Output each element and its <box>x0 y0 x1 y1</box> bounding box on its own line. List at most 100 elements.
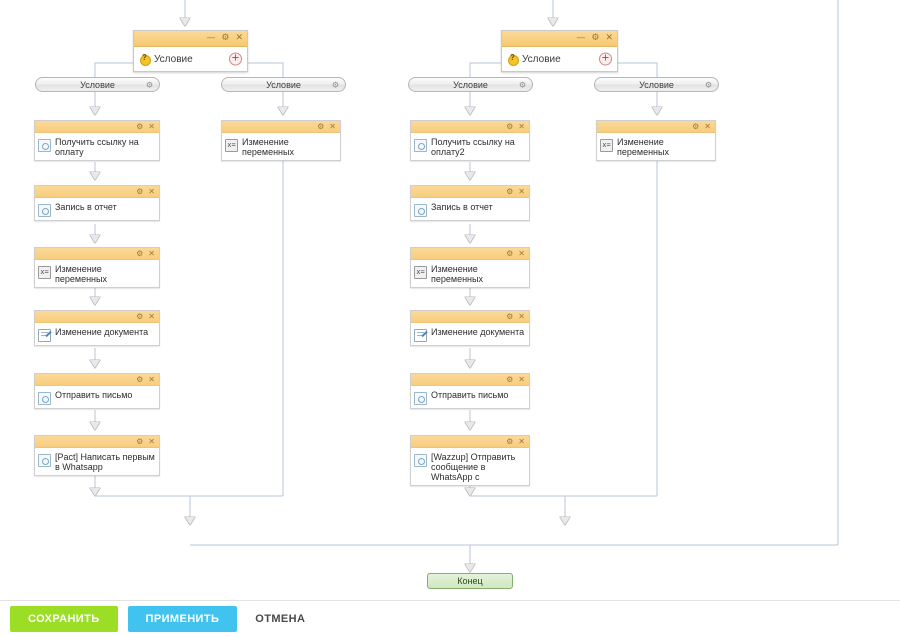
condition-body: ? Условие + <box>502 47 617 71</box>
end-node[interactable]: Конец <box>427 573 513 589</box>
node-header: ⚙ ✕ <box>411 436 529 448</box>
gear-icon[interactable]: ⚙ <box>506 374 514 384</box>
close-icon[interactable]: ✕ <box>518 311 525 321</box>
close-icon[interactable]: ✕ <box>148 121 155 131</box>
gear-icon[interactable]: ⚙ <box>506 248 514 258</box>
close-icon[interactable]: ✕ <box>329 121 336 131</box>
close-icon[interactable]: ✕ <box>148 186 155 196</box>
node-header: ⚙ ✕ <box>411 311 529 323</box>
close-icon[interactable]: ✕ <box>518 121 525 131</box>
minimize-icon[interactable]: — <box>206 33 216 43</box>
branch-pill-2[interactable]: Условие ⚙ <box>221 77 346 92</box>
action-node[interactable]: ⚙ ✕ Изменение документа <box>34 310 160 346</box>
gear-icon[interactable]: ⚙ <box>136 121 144 131</box>
branch-label: Условие <box>639 79 674 90</box>
gear-icon[interactable]: ⚙ <box>506 121 514 131</box>
close-icon[interactable]: ✕ <box>518 248 525 258</box>
action-node[interactable]: ⚙ ✕ Отправить письмо <box>410 373 530 409</box>
variables-icon: x= <box>600 139 613 152</box>
node-body: x= Изменение переменных <box>222 133 340 160</box>
action-square-icon <box>38 454 51 467</box>
condition-window-1[interactable]: — ⚙ ✕ ? Условие + <box>133 30 248 72</box>
condition-titlebar[interactable]: — ⚙ ✕ <box>502 31 617 47</box>
node-body: Изменение документа <box>411 323 529 345</box>
action-node[interactable]: ⚙ ✕ Изменение документа <box>410 310 530 346</box>
bottom-toolbar: СОХРАНИТЬ ПРИМЕНИТЬ ОТМЕНА <box>0 600 900 637</box>
branch-label: Условие <box>453 79 488 90</box>
action-node[interactable]: ⚙ ✕ Получить ссылку на оплату <box>34 120 160 161</box>
node-header: ⚙ ✕ <box>35 186 159 198</box>
node-label: Изменение переменных <box>242 137 294 157</box>
gear-icon[interactable]: ⚙ <box>136 186 144 196</box>
close-icon[interactable]: ✕ <box>148 436 155 446</box>
action-node[interactable]: ⚙ ✕ Запись в отчет <box>34 185 160 221</box>
close-icon[interactable]: ✕ <box>148 374 155 384</box>
close-icon[interactable]: ✕ <box>518 436 525 446</box>
node-body: Запись в отчет <box>411 198 529 220</box>
close-icon[interactable]: ✕ <box>704 121 711 131</box>
gear-icon[interactable]: ⚙ <box>518 80 526 89</box>
action-node[interactable]: ⚙ ✕ [Pact] Написать первым в Whatsapp <box>34 435 160 476</box>
node-header: ⚙ ✕ <box>35 121 159 133</box>
cancel-button[interactable]: ОТМЕНА <box>247 606 313 632</box>
gear-icon[interactable]: ⚙ <box>136 374 144 384</box>
branch-pill-4[interactable]: Условие ⚙ <box>594 77 719 92</box>
close-icon[interactable]: ✕ <box>235 33 243 43</box>
node-label: [Pact] Написать первым в Whatsapp <box>55 452 155 472</box>
close-icon[interactable]: ✕ <box>148 248 155 258</box>
gear-icon[interactable]: ⚙ <box>506 311 514 321</box>
node-label: Изменение переменных <box>431 264 483 284</box>
node-label: Изменение документа <box>431 327 525 337</box>
workflow-canvas[interactable]: — ⚙ ✕ ? Условие + — ⚙ ✕ ? Условие + Усло… <box>0 0 900 600</box>
node-header: ⚙ ✕ <box>222 121 340 133</box>
node-label: Изменение документа <box>55 327 149 337</box>
gear-icon[interactable]: ⚙ <box>136 311 144 321</box>
node-label: [Wazzup] Отправить сообщение в WhatsApp … <box>431 452 516 482</box>
close-icon[interactable]: ✕ <box>518 374 525 384</box>
gear-icon[interactable]: ⚙ <box>692 121 700 131</box>
minimize-icon[interactable]: — <box>576 33 586 43</box>
end-node-label: Конец <box>457 576 483 586</box>
branch-pill-3[interactable]: Условие ⚙ <box>408 77 533 92</box>
action-node[interactable]: ⚙ ✕ Получить ссылку на оплату2 <box>410 120 530 161</box>
variables-icon: x= <box>414 266 427 279</box>
branch-pill-1[interactable]: Условие ⚙ <box>35 77 160 92</box>
gear-icon[interactable]: ⚙ <box>506 186 514 196</box>
action-node[interactable]: ⚙ ✕ Отправить письмо <box>34 373 160 409</box>
action-node[interactable]: ⚙ ✕ x= Изменение переменных <box>410 247 530 288</box>
gear-icon[interactable]: ⚙ <box>591 33 600 43</box>
gear-icon[interactable]: ⚙ <box>136 248 144 258</box>
variables-icon: x= <box>225 139 238 152</box>
gear-icon[interactable]: ⚙ <box>221 33 230 43</box>
save-button[interactable]: СОХРАНИТЬ <box>10 606 118 632</box>
action-square-icon <box>38 392 51 405</box>
condition-icon: ? <box>139 53 151 66</box>
close-icon[interactable]: ✕ <box>518 186 525 196</box>
node-body: [Pact] Написать первым в Whatsapp <box>35 448 159 475</box>
node-body: Получить ссылку на оплату2 <box>411 133 529 160</box>
action-node[interactable]: ⚙ ✕ x= Изменение переменных <box>221 120 341 161</box>
close-icon[interactable]: ✕ <box>148 311 155 321</box>
close-icon[interactable]: ✕ <box>605 33 613 43</box>
apply-button[interactable]: ПРИМЕНИТЬ <box>127 606 238 632</box>
node-header: ⚙ ✕ <box>411 186 529 198</box>
node-label: Запись в отчет <box>55 202 117 212</box>
gear-icon[interactable]: ⚙ <box>145 80 153 89</box>
add-branch-button[interactable]: + <box>229 52 242 66</box>
condition-window-2[interactable]: — ⚙ ✕ ? Условие + <box>501 30 618 72</box>
condition-label: Условие <box>154 53 193 65</box>
action-node[interactable]: ⚙ ✕ [Wazzup] Отправить сообщение в Whats… <box>410 435 530 486</box>
branch-label: Условие <box>266 79 301 90</box>
node-body: Отправить письмо <box>411 386 529 408</box>
node-body: Отправить письмо <box>35 386 159 408</box>
action-node[interactable]: ⚙ ✕ x= Изменение переменных <box>34 247 160 288</box>
condition-titlebar[interactable]: — ⚙ ✕ <box>134 31 247 47</box>
action-node[interactable]: ⚙ ✕ Запись в отчет <box>410 185 530 221</box>
add-branch-button[interactable]: + <box>599 52 612 66</box>
gear-icon[interactable]: ⚙ <box>331 80 339 89</box>
gear-icon[interactable]: ⚙ <box>704 80 712 89</box>
gear-icon[interactable]: ⚙ <box>317 121 325 131</box>
gear-icon[interactable]: ⚙ <box>136 436 144 446</box>
gear-icon[interactable]: ⚙ <box>506 436 514 446</box>
action-node[interactable]: ⚙ ✕ x= Изменение переменных <box>596 120 716 161</box>
